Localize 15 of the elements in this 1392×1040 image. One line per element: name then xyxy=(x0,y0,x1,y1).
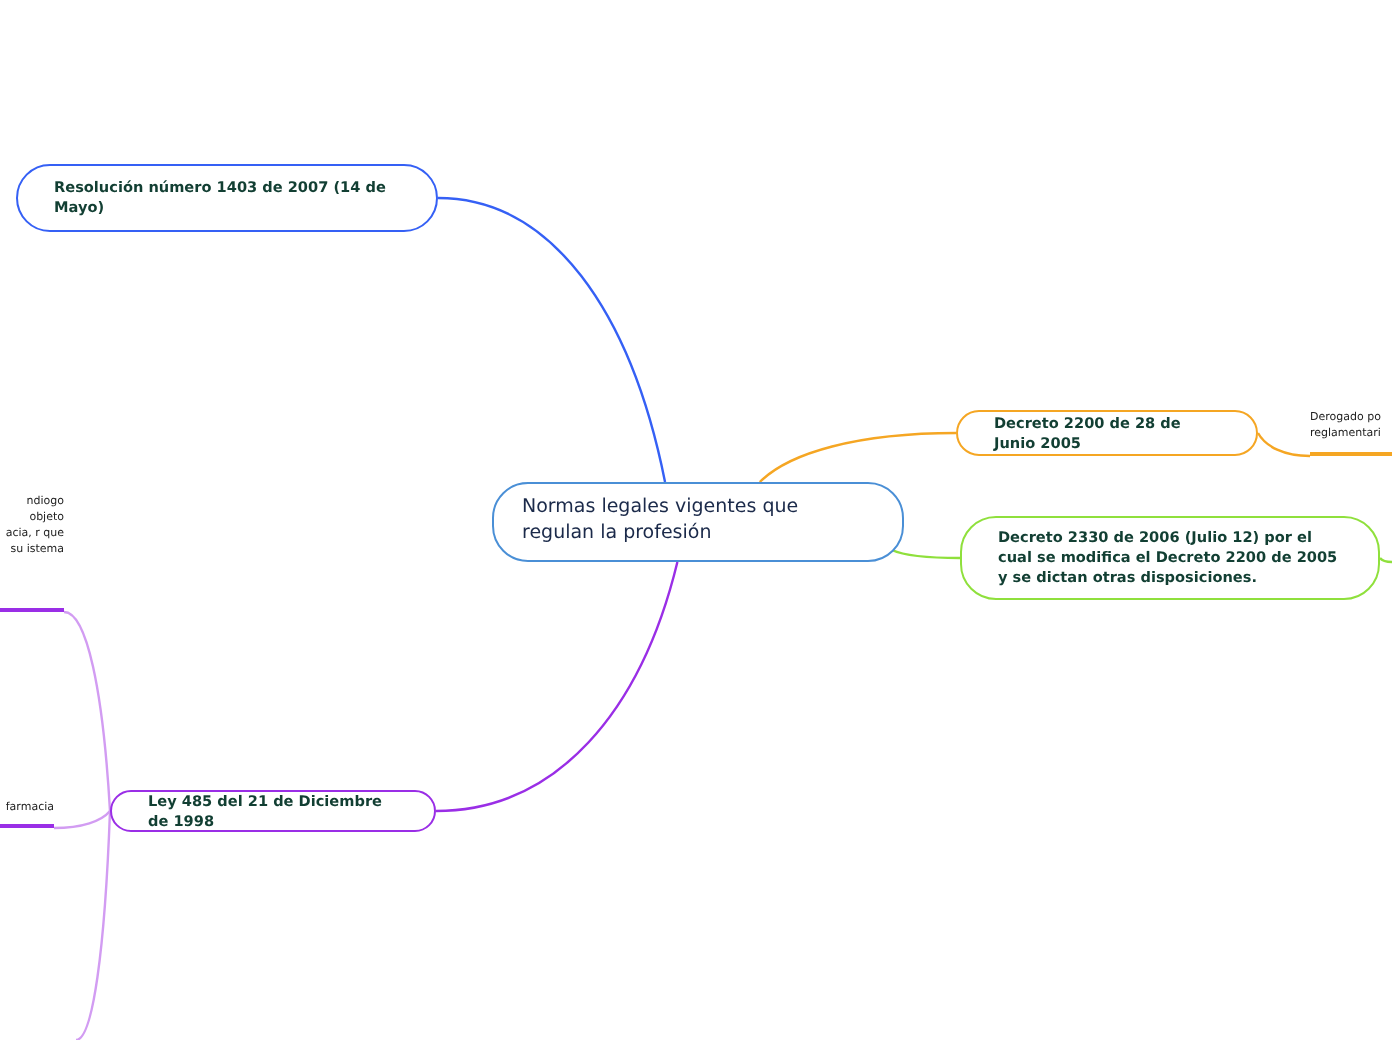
connector-line xyxy=(759,431,957,483)
connector-line xyxy=(1379,557,1392,564)
connector-line xyxy=(63,610,112,812)
topic-bubble xyxy=(16,164,438,232)
connector-line xyxy=(435,561,679,813)
connector-line xyxy=(1257,432,1311,458)
topic-text: Normas legales vigentes que regulan la profesión xyxy=(522,496,801,548)
connector-line xyxy=(891,548,960,560)
connector-line xyxy=(53,810,111,830)
topic-bubble xyxy=(110,790,436,832)
topic-bubble xyxy=(956,410,1258,456)
topic-bubble xyxy=(960,516,1380,600)
central-topic xyxy=(492,482,904,562)
connector-line xyxy=(75,810,112,1040)
connector-line xyxy=(437,196,667,483)
